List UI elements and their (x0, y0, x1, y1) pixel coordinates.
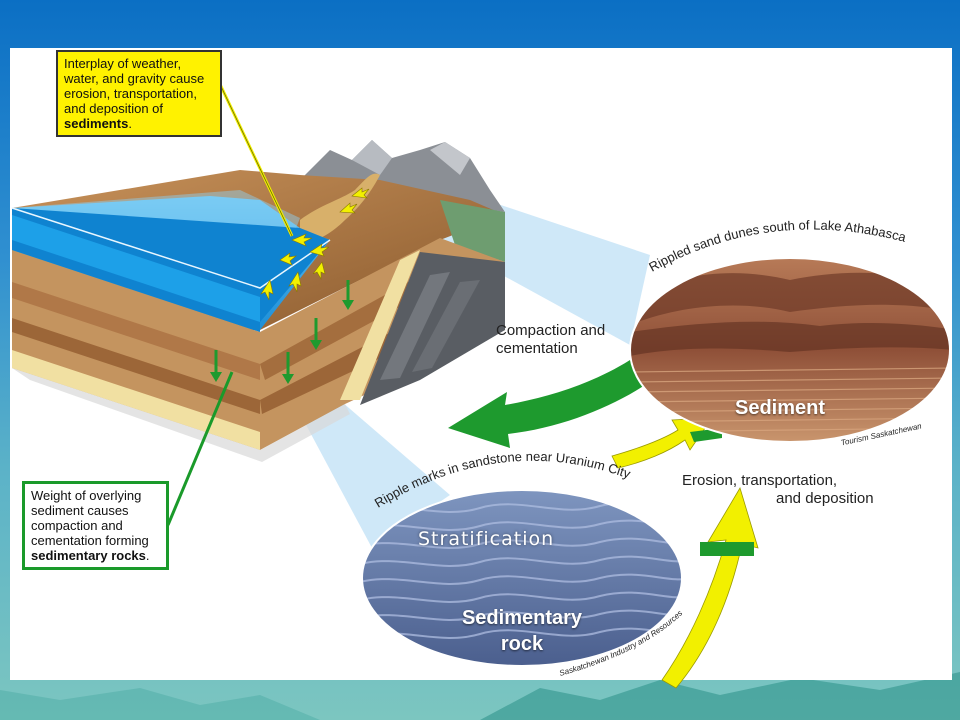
weathering-callout: Interplay of weather, water, and gravity… (56, 50, 222, 137)
rock-title: Sedimentary rock (461, 607, 583, 655)
compaction-label: Compaction and cementation (496, 322, 606, 357)
uplift-arrow (661, 487, 759, 689)
erosion-label: Erosion, transportation, and deposition (682, 472, 874, 507)
stratification-label: Stratification (418, 528, 555, 550)
rock-photo (361, 489, 683, 667)
compaction-cycle-arrow (448, 360, 645, 448)
deposition-arrows (260, 187, 370, 301)
compaction-arrows (210, 280, 354, 384)
sediment-layers (12, 238, 505, 450)
sediment-title: Sediment (735, 397, 826, 419)
compaction-callout: Weight of overlying sediment causes comp… (22, 481, 169, 570)
bottom-callout-leader (166, 371, 234, 526)
